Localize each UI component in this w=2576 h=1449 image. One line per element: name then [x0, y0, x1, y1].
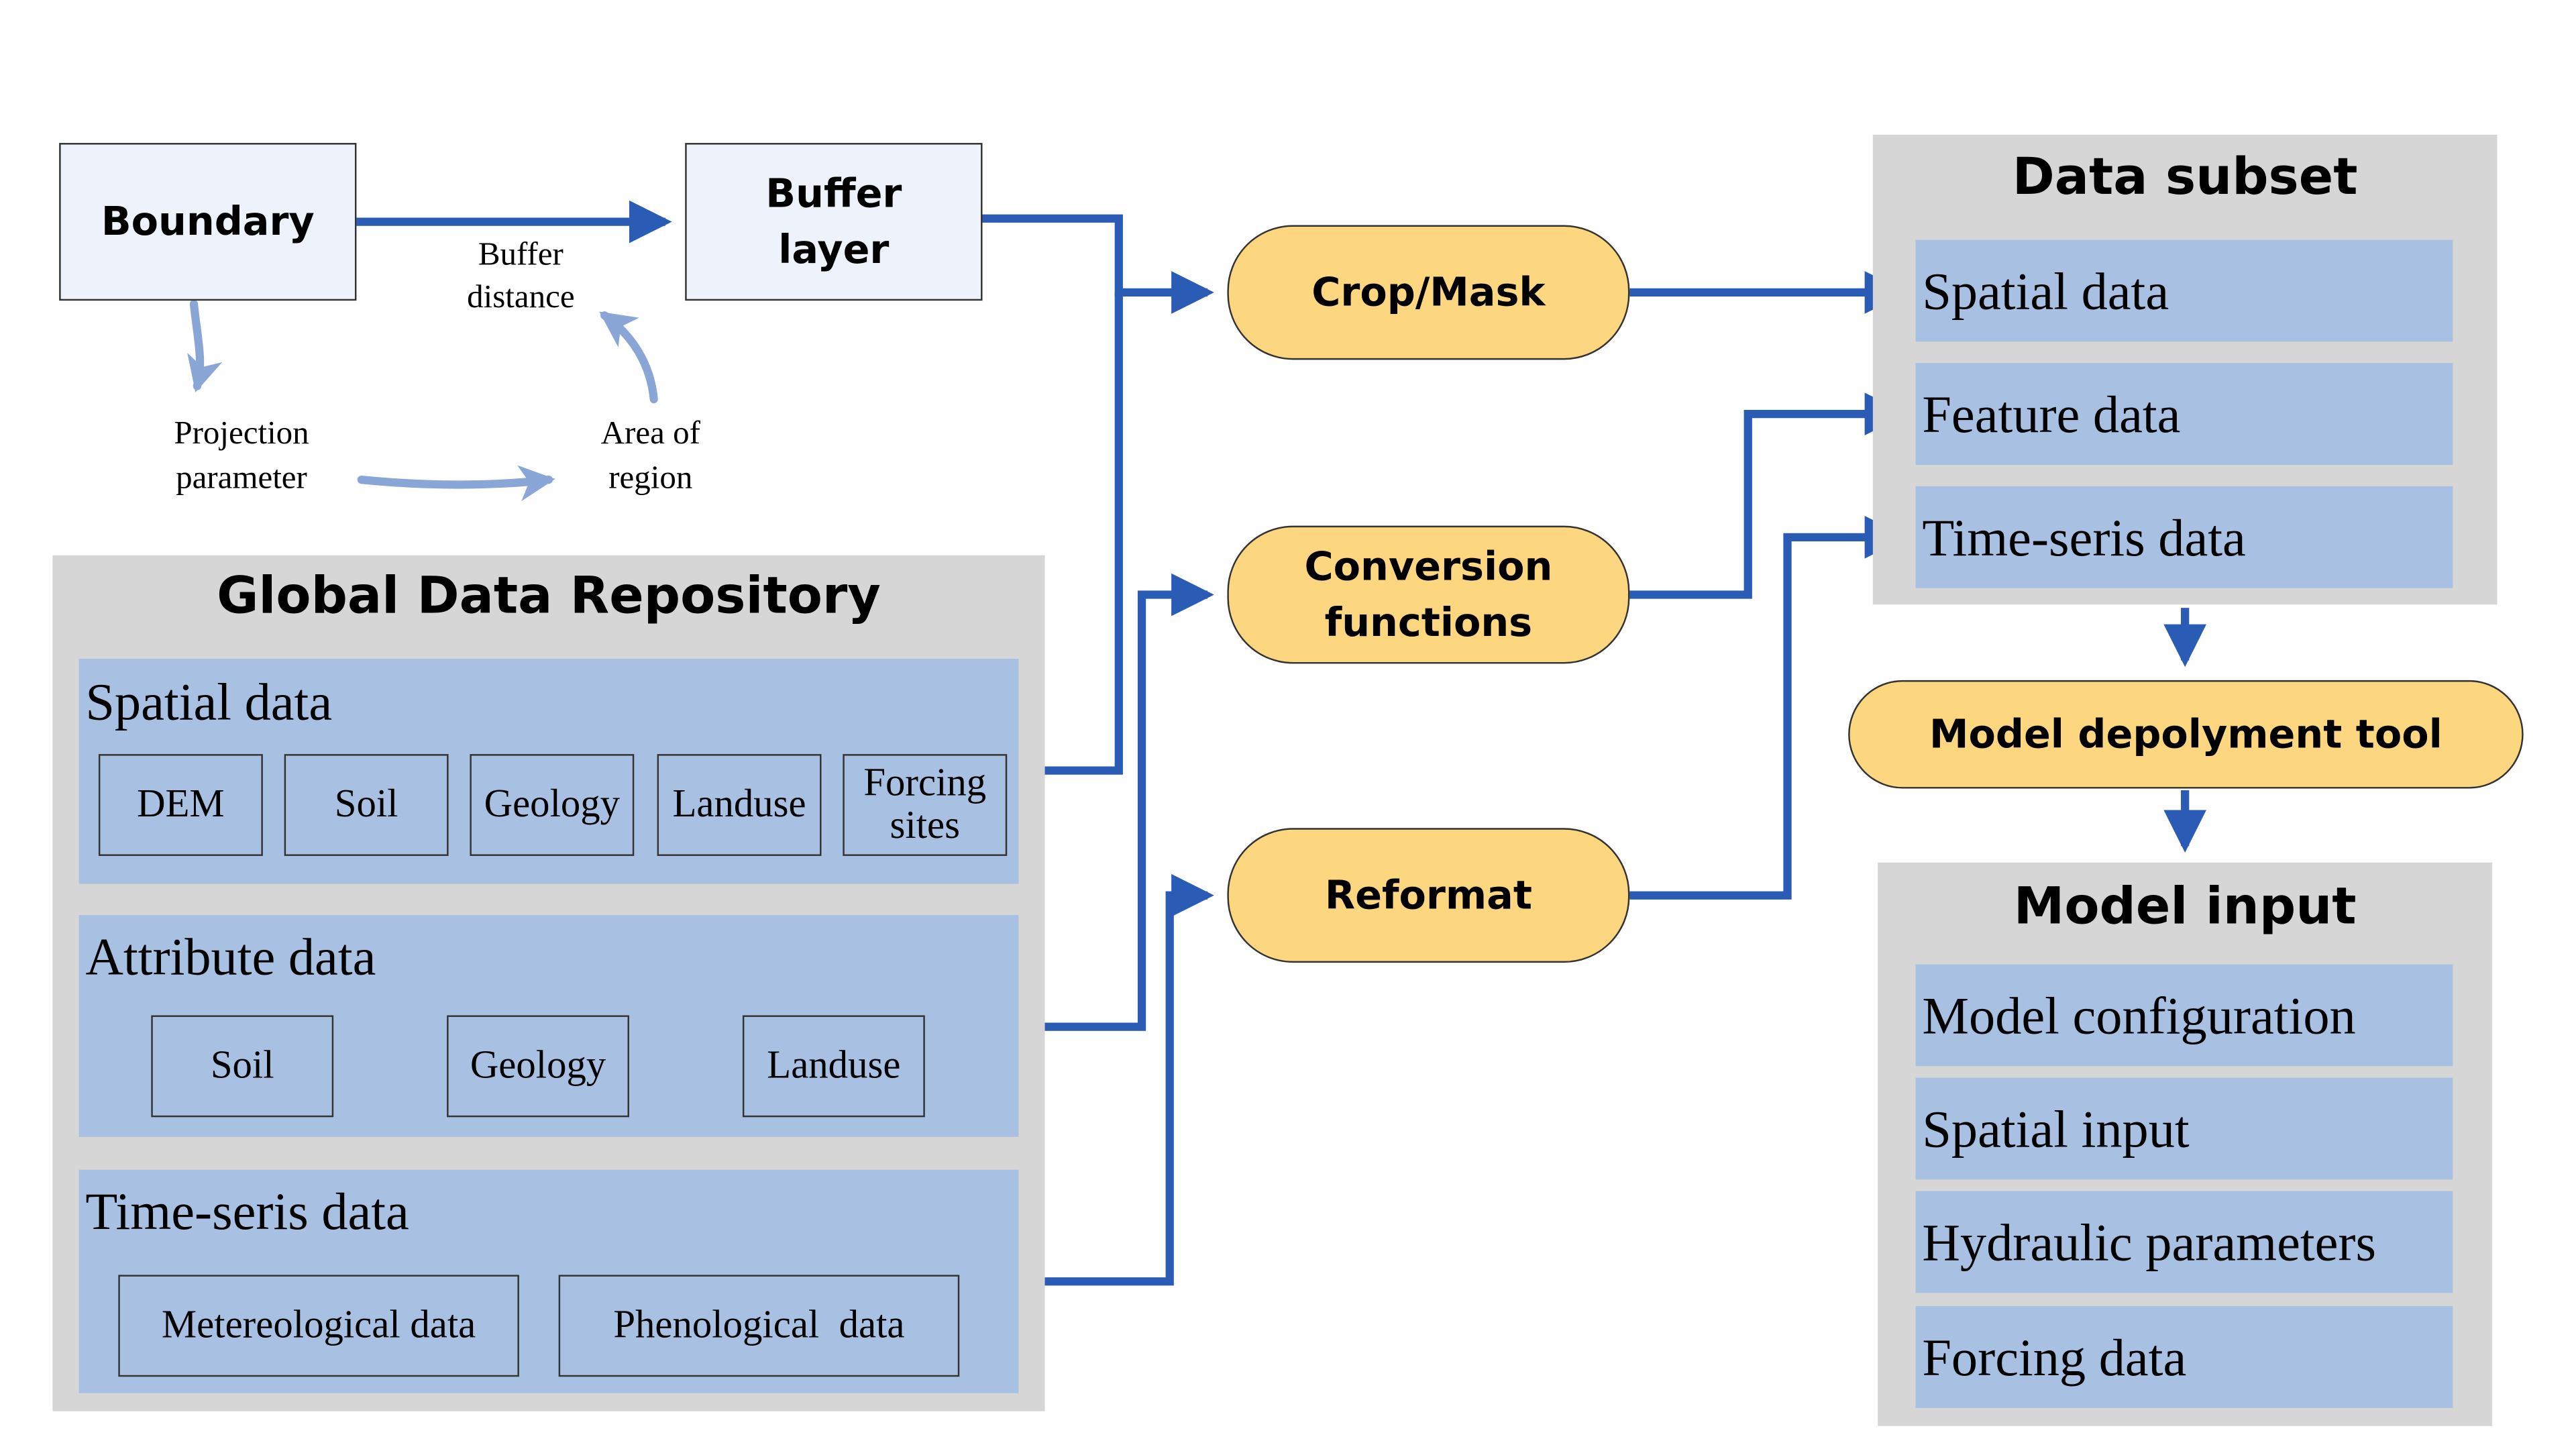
buffer-distance-line2: distance: [467, 279, 575, 316]
input-forcing-data-label: Forcing data: [1922, 1326, 2187, 1386]
crop-mask-process: Crop/Mask: [1227, 225, 1630, 360]
buffer-distance-line1: Buffer: [478, 236, 564, 273]
input-hydraulic-parameters-label: Hydraulic parameters: [1922, 1212, 2377, 1271]
projection-parameter-line1: Projection: [174, 415, 309, 452]
crop-mask-label: Crop/Mask: [1311, 269, 1546, 316]
input-model-configuration: Model configuration: [1915, 964, 2453, 1067]
subset-timeseries-data-label: Time-seris data: [1922, 506, 2246, 566]
timeseries-item-phenological: Phenological data: [558, 1275, 960, 1377]
buffer-layer-label-line1: Buffer: [765, 170, 902, 217]
spatial-item-forcing-sites: Forcing sites: [843, 754, 1008, 856]
repository-title: Global Data Repository: [217, 566, 881, 627]
repository-timeseries-label: Time-seris data: [85, 1181, 409, 1240]
input-forcing-data: Forcing data: [1915, 1305, 2453, 1408]
attribute-item-soil: Soil: [151, 1015, 334, 1118]
reformat-process: Reformat: [1227, 828, 1630, 963]
model-deployment-tool: Model depolyment tool: [1848, 680, 2524, 789]
conversion-functions-process: Conversion functions: [1227, 525, 1630, 664]
projection-parameter-line2: parameter: [176, 460, 307, 496]
spatial-item-soil: Soil: [284, 754, 449, 856]
arrow-attribute-to-conversion: [1018, 573, 1214, 1031]
arrow-timeseries-to-reformat: [1018, 873, 1214, 1286]
subset-feature-data: Feature data: [1915, 363, 2453, 466]
spatial-item-geology-label: Geology: [484, 782, 621, 826]
arrow-area-to-buffer-distance: [599, 311, 658, 404]
projection-parameter-label: Projection parameter: [135, 413, 348, 501]
forcing-sites-line2: sites: [890, 805, 961, 848]
spatial-item-dem-label: DEM: [137, 782, 225, 826]
attribute-item-soil-label: Soil: [210, 1044, 274, 1087]
subset-spatial-data-label: Spatial data: [1922, 260, 2169, 320]
arrow-reformat-to-timeseries: [1629, 515, 1908, 900]
buffer-layer-label-line2: layer: [778, 226, 890, 273]
repository-spatial-label: Spatial data: [85, 672, 333, 731]
arrow-conversion-to-feature: [1629, 392, 1908, 599]
arrow-boundary-to-projection: [187, 299, 223, 392]
input-spatial-input-label: Spatial input: [1922, 1098, 2190, 1158]
spatial-item-landuse: Landuse: [657, 754, 822, 856]
spatial-item-dem: DEM: [98, 754, 263, 856]
attribute-item-geology: Geology: [447, 1015, 629, 1118]
area-of-region-line1: Area of: [600, 415, 700, 452]
arrow-buffer-to-crop: [982, 214, 1214, 314]
area-of-region-label: Area of region: [568, 413, 733, 501]
subset-spatial-data: Spatial data: [1915, 239, 2453, 342]
timeseries-item-meteorological: Metereological data: [118, 1275, 519, 1377]
data-subset-title: Data subset: [2012, 148, 2358, 207]
arrow-spatial-to-crop: [1018, 292, 1123, 775]
model-deployment-tool-label: Model depolyment tool: [1929, 711, 2443, 757]
boundary-label: Boundary: [101, 199, 315, 245]
subset-timeseries-data: Time-seris data: [1915, 486, 2453, 588]
input-hydraulic-parameters: Hydraulic parameters: [1915, 1191, 2453, 1293]
area-of-region-line2: region: [608, 460, 693, 496]
attribute-item-landuse-label: Landuse: [767, 1044, 901, 1087]
spatial-item-soil-label: Soil: [334, 782, 398, 826]
conversion-line1: Conversion: [1304, 543, 1553, 590]
subset-feature-data-label: Feature data: [1922, 383, 2181, 443]
conversion-line2: functions: [1324, 599, 1533, 646]
buffer-distance-label: Buffer distance: [424, 233, 618, 319]
boundary-box: Boundary: [59, 143, 357, 301]
buffer-layer-box: Buffer layer: [685, 143, 983, 301]
model-input-title: Model input: [2013, 877, 2357, 936]
timeseries-item-phenological-label: Phenological data: [613, 1303, 905, 1346]
reformat-label: Reformat: [1324, 872, 1532, 918]
attribute-item-landuse: Landuse: [742, 1015, 925, 1118]
spatial-item-landuse-label: Landuse: [672, 782, 806, 826]
input-model-configuration-label: Model configuration: [1922, 985, 2356, 1044]
input-spatial-input: Spatial input: [1915, 1077, 2453, 1180]
spatial-item-geology: Geology: [470, 754, 635, 856]
repository-attribute-label: Attribute data: [85, 926, 376, 986]
attribute-item-geology-label: Geology: [470, 1044, 606, 1087]
arrow-projection-to-area: [357, 465, 555, 502]
forcing-sites-line1: Forcing: [863, 762, 987, 806]
timeseries-item-meteorological-label: Metereological data: [161, 1303, 476, 1346]
